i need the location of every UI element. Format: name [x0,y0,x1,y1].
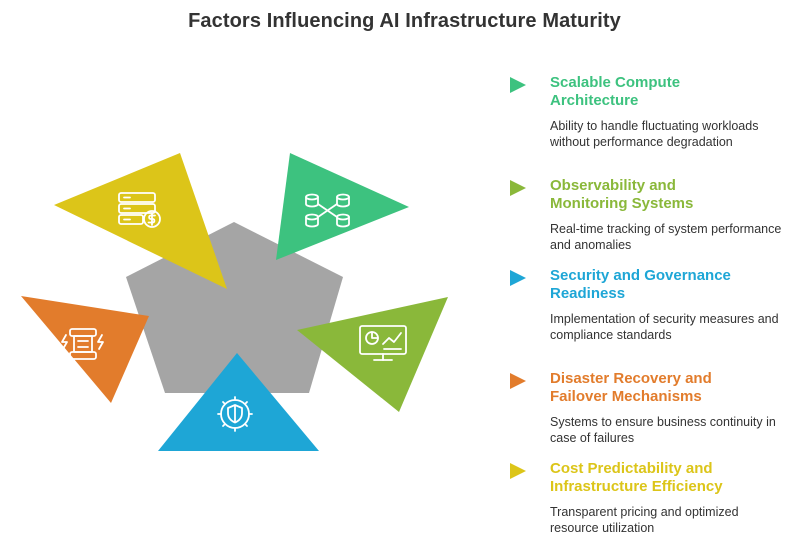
triangle-marker [510,180,526,196]
factor-title-line: Monitoring Systems [550,195,694,212]
triangle-marker [510,77,526,93]
factor-title: Cost Predictability and Infrastructure E… [550,460,800,496]
monitor-chart-icon [359,325,407,361]
factor-title-line: Scalable Compute [550,74,681,91]
factor-title: Scalable Compute Architecture [550,74,800,110]
factor-title: Observability and Monitoring Systems [550,177,800,213]
triangle-marker [510,373,526,389]
factor-description: Systems to ensure business continuity in… [550,415,776,445]
triangle-marker [510,463,526,479]
page-title: Factors Influencing AI Infrastructure Ma… [188,10,621,32]
factor-title-line: Security and Governance [550,267,731,284]
database-network-icon [305,193,350,228]
factor-observability: Observability and Monitoring Systems Rea… [510,177,800,253]
factor-title-line: Observability and [550,177,676,194]
factor-title: Disaster Recovery and Failover Mechanism… [550,370,800,406]
factor-description: Implementation of security measures and … [550,312,779,342]
triangle-cost-efficiency [54,153,227,289]
factor-title-line: Disaster Recovery and [550,370,712,387]
factor-title: Security and Governance Readiness [550,267,800,303]
factor-cost-efficiency: Cost Predictability and Infrastructure E… [510,460,800,536]
server-lightning-icon [61,328,104,360]
shield-gear-icon [217,396,253,432]
factor-title-line: Cost Predictability and [550,460,713,477]
factor-description: Ability to handle fluctuating workloads … [550,119,759,149]
factor-description: Real-time tracking of system performance… [550,222,782,252]
factor-scalable-compute: Scalable Compute Architecture Ability to… [510,74,800,150]
factor-security: Security and Governance Readiness Implem… [510,267,800,343]
factor-title-line: Readiness [550,285,626,302]
factor-title-line: Failover Mechanisms [550,388,702,405]
factor-disaster-recovery: Disaster Recovery and Failover Mechanism… [510,370,800,446]
triangle-disaster-recovery [21,296,149,403]
triangle-marker [510,270,526,286]
server-dollar-icon [118,192,161,228]
factor-description: Transparent pricing and optimized resour… [550,505,739,535]
factor-title-line: Infrastructure Efficiency [550,478,723,495]
factor-title-line: Architecture [550,92,639,109]
triangle-security [158,353,319,451]
